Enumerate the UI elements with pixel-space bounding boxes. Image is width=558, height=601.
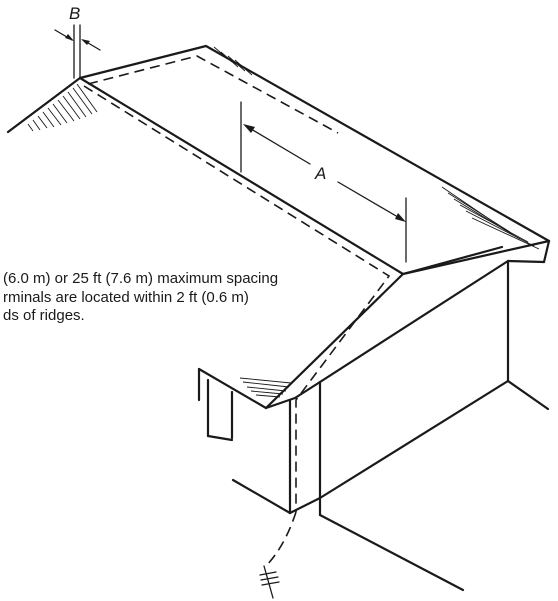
dimension-a: A: [240, 101, 407, 263]
ground-electrode: [259, 565, 280, 599]
porch: [197, 367, 268, 442]
porch-hatch: [239, 377, 292, 398]
note-text: (6.0 m) or 25 ft (7.6 m) maximum spacing…: [3, 270, 278, 324]
dimension-b: B: [54, 4, 101, 79]
main-roof: [78, 44, 551, 276]
label-b: B: [69, 4, 80, 23]
left-slope-hatch: [6, 76, 98, 134]
note-line-1: (6.0 m) or 25 ft (7.6 m) maximum spacing: [3, 270, 278, 287]
top-hatch: [213, 46, 253, 76]
label-a: A: [314, 164, 326, 183]
gable-wall: [264, 239, 551, 500]
right-slope-hatch: [441, 186, 540, 250]
conductor-path: [83, 55, 391, 567]
lower-wall: [231, 379, 550, 592]
note-line-2: rminals are located within 2 ft (0.6 m): [3, 289, 249, 306]
note-line-3: ds of ridges.: [3, 307, 85, 324]
